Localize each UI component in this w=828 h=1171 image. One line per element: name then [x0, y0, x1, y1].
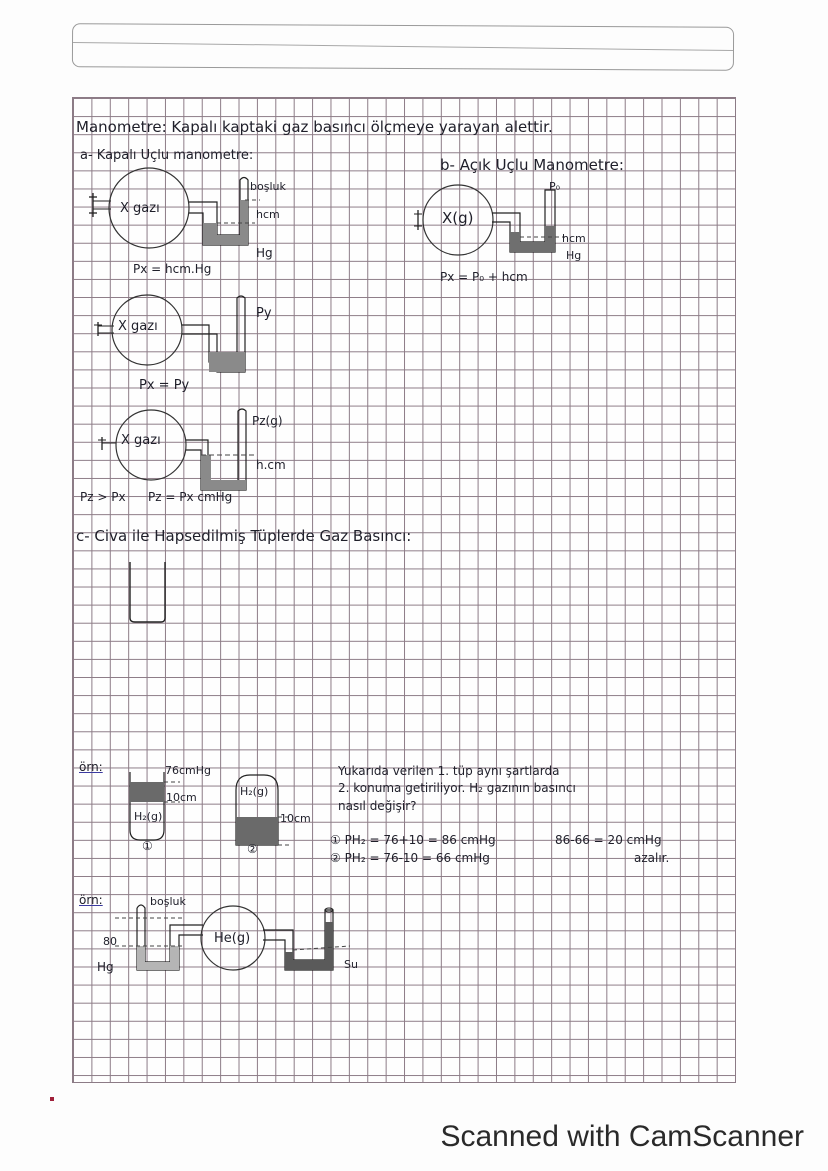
- gas-label-2: X gazı: [118, 319, 158, 334]
- section-a-heading: a- Kapalı Uçlu manometre:: [80, 148, 254, 163]
- label-10cm-2: 10cm: [280, 812, 311, 825]
- label-hcm-b: hcm: [562, 232, 586, 245]
- empty-tube-diagram: [129, 562, 166, 623]
- label-76cmhg: 76cmHg: [165, 764, 212, 777]
- closed-manometer-diagram-3: [98, 408, 256, 491]
- label-hg-2: Hg: [97, 960, 114, 974]
- formula-b: Px = P₀ + hcm: [440, 270, 528, 284]
- label-bosluk-2: boşluk: [150, 895, 186, 908]
- scan-mark: [50, 1097, 54, 1101]
- label-bosluk: boşluk: [250, 180, 286, 193]
- label-hg-b: Hg: [566, 249, 582, 262]
- answer-line-1: ① PH₂ = 76+10 = 86 cmHg: [330, 833, 496, 847]
- question-line-3: nasıl değişir?: [338, 799, 417, 813]
- label-p0: P₀: [549, 180, 561, 193]
- formula-a1: Px = hcm.Hg: [133, 262, 212, 276]
- closed-manometer-diagram-1: [89, 167, 260, 249]
- formula-a2: Px = Py: [139, 378, 190, 393]
- notebook-header-box: [71, 23, 735, 71]
- label-hcm: hcm: [256, 208, 280, 221]
- formula-a3-2: Pz = Px cmHg: [148, 490, 233, 504]
- result-line-1: 86-66 = 20 cmHg: [555, 833, 662, 847]
- title-line: Manometre: Kapalı kaptaki gaz basıncı öl…: [76, 118, 553, 136]
- label-py: Py: [256, 306, 272, 321]
- open-manometer-diagram: [414, 184, 565, 256]
- question-line-1: Yukarıda verilen 1. tüp aynı şartlarda: [338, 764, 560, 778]
- formula-a3-1: Pz > Px: [80, 490, 126, 504]
- tube-1-number: ①: [142, 839, 153, 853]
- header-divider: [73, 41, 733, 52]
- gas-label-3: X gazı: [121, 433, 161, 448]
- answer-line-2: ② PH₂ = 76-10 = 66 cmHg: [330, 851, 490, 865]
- tube-2-number: ②: [247, 842, 258, 856]
- label-80: 80: [103, 935, 117, 948]
- grid-paper: [72, 97, 736, 1083]
- gas-h2-1: H₂(g): [134, 810, 163, 823]
- camscanner-watermark: Scanned with CamScanner: [440, 1120, 804, 1153]
- gas-he: He(g): [214, 931, 251, 946]
- label-pz: Pz(g): [252, 414, 283, 428]
- gas-label-b: X(g): [442, 209, 474, 227]
- gas-h2-2: H₂(g): [240, 785, 269, 798]
- example-1-label: örn:: [79, 760, 103, 774]
- gas-label: X gazı: [120, 201, 160, 216]
- section-c-heading: c- Civa ile Hapsedilmiş Tüplerde Gaz Bas…: [76, 527, 412, 545]
- label-h-cm: h.cm: [256, 458, 286, 472]
- result-line-2: azalır.: [634, 851, 670, 865]
- closed-manometer-diagram-2: [94, 294, 246, 373]
- question-line-2: 2. konuma getiriliyor. H₂ gazının basınc…: [338, 781, 576, 795]
- example-2-manometer-diagram: [115, 904, 351, 971]
- label-hg: Hg: [256, 246, 273, 260]
- label-su: Su: [344, 958, 358, 971]
- example-1-tubes-diagram: [129, 772, 290, 846]
- section-b-heading: b- Açık Uçlu Manometre:: [440, 156, 624, 174]
- example-2-label: örn:: [79, 893, 103, 907]
- label-10cm-1: 10cm: [166, 791, 197, 804]
